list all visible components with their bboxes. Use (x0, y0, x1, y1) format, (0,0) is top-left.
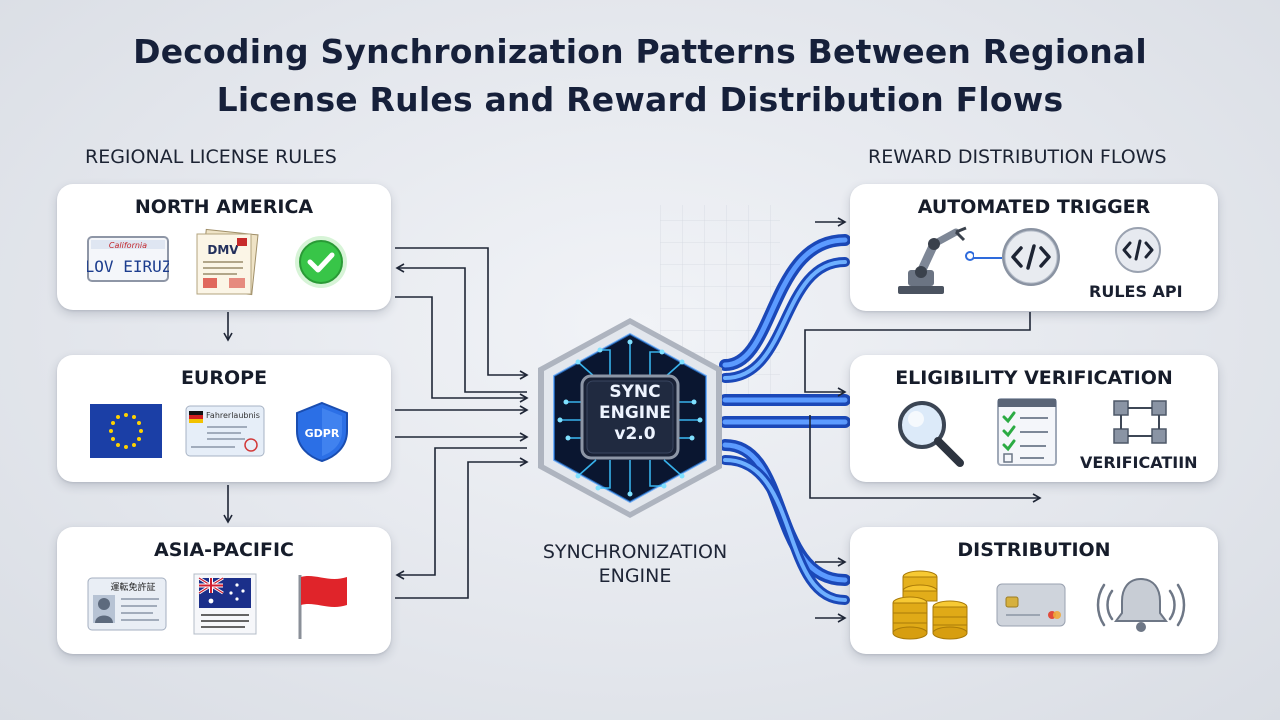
dmv-document-icon: DMV (196, 228, 259, 296)
wire-na-to-engine (395, 247, 529, 380)
svg-text:LOV EIRUZ: LOV EIRUZ (87, 257, 169, 276)
connector-icon (974, 257, 1002, 259)
engine-chip-line-3: v2.0 (614, 424, 656, 444)
right-column-heading: REWARD DISTRIBUTION FLOWS (868, 146, 1167, 168)
wire-engine-to-na (395, 263, 527, 393)
license-plate-icon: California LOV EIRUZ (87, 236, 169, 282)
svg-text:DMV: DMV (207, 243, 239, 257)
magnifier-icon (898, 401, 964, 467)
left-wire-group (223, 247, 529, 599)
red-flag-icon (298, 575, 347, 639)
australian-flag-doc-icon (193, 573, 257, 635)
code-icon (1115, 227, 1161, 273)
engine-chip-line-2: ENGINE (599, 403, 671, 423)
code-icon (1002, 228, 1060, 286)
svg-text:Fahrerlaubnis: Fahrerlaubnis (206, 411, 260, 420)
robot-arm-icon (898, 226, 974, 294)
region-card-europe: EUROPE Fahrerlaubnis GDPR (57, 355, 391, 482)
flow-nodes-icon (1113, 400, 1167, 444)
flow-title-eligibility-verification: ELIGIBILITY VERIFICATION (895, 367, 1173, 389)
rules-api-label: RULES API (1089, 282, 1183, 301)
flow-title-automated-trigger: AUTOMATED TRIGGER (917, 196, 1151, 218)
credit-card-icon (996, 583, 1066, 627)
region-title-europe: EUROPE (180, 367, 268, 389)
wire-asia-to-engine (395, 457, 529, 599)
right-wire-group (804, 217, 1042, 623)
page-title: Decoding Synchronization Patterns Betwee… (0, 28, 1280, 124)
svg-text:運転免許証: 運転免許証 (110, 581, 155, 593)
wire-na-lower (395, 296, 529, 403)
flow-card-eligibility-verification: ELIGIBILITY VERIFICATION VERIFICATIIN (850, 355, 1218, 482)
engine-caption-line-2: ENGINE (598, 565, 672, 587)
checklist-icon (997, 398, 1057, 466)
flow-title-distribution: DISTRIBUTION (957, 539, 1111, 561)
engine-caption: SYNCHRONIZATION ENGINE (520, 540, 750, 588)
svg-text:GDPR: GDPR (305, 427, 340, 440)
green-check-icon (295, 236, 347, 288)
sync-engine-hexagon (538, 318, 722, 518)
eu-flag-icon (90, 404, 162, 458)
engine-chip-label: SYNC ENGINE v2.0 (585, 382, 685, 445)
wire-engine-to-asia (395, 447, 527, 580)
id-card-icon: 運転免許証 (87, 577, 167, 631)
pipe-group (719, 234, 851, 605)
bell-icon (1096, 577, 1186, 632)
region-title-asia-pacific: ASIA-PACIFIC (154, 539, 294, 561)
eu-license-card-icon: Fahrerlaubnis (185, 405, 265, 457)
svg-text:California: California (109, 241, 147, 250)
region-title-north-america: NORTH AMERICA (134, 196, 314, 218)
title-line-1: Decoding Synchronization Patterns Betwee… (133, 32, 1147, 71)
gdpr-shield-icon: GDPR (296, 401, 348, 463)
title-line-2: License Rules and Reward Distribution Fl… (216, 80, 1064, 119)
verification-label: VERIFICATIIN (1080, 453, 1198, 472)
engine-caption-line-1: SYNCHRONIZATION (542, 541, 728, 563)
coin-stacks-icon (892, 570, 968, 640)
engine-chip-line-1: SYNC (609, 382, 661, 402)
flow-card-automated-trigger: AUTOMATED TRIGGER RULES API (850, 184, 1218, 311)
region-card-asia-pacific: ASIA-PACIFIC 運転免許証 (57, 527, 391, 654)
left-column-heading: REGIONAL LICENSE RULES (85, 146, 337, 168)
flow-card-distribution: DISTRIBUTION (850, 527, 1218, 654)
region-card-north-america: NORTH AMERICA California LOV EIRUZ DMV (57, 184, 391, 310)
